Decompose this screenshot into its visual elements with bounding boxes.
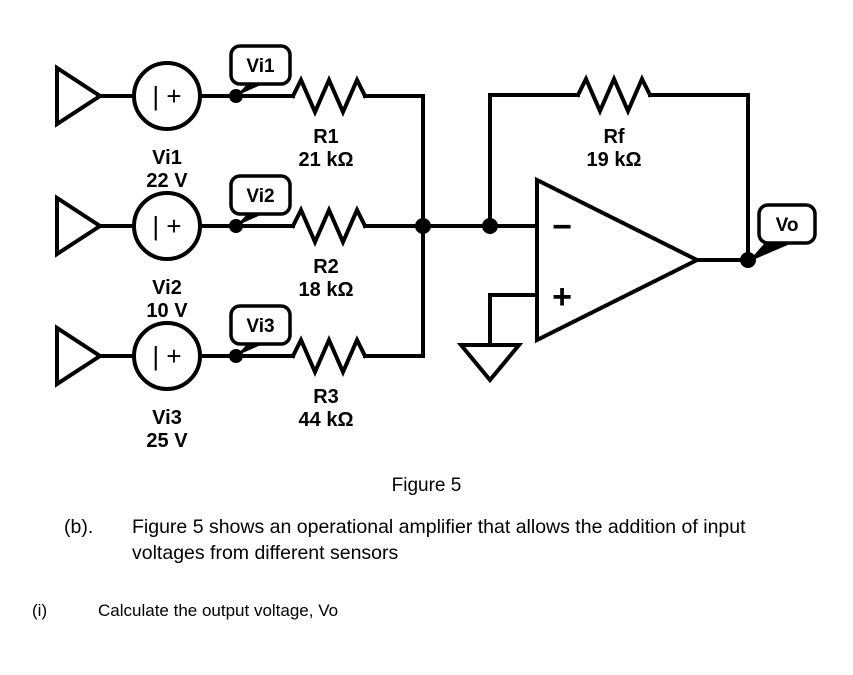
voltage-source-glyph-2: | +: [152, 211, 181, 241]
circuit-diagram: | + Vi1 Vi1 22 V R1 21 kΩ | + Vi: [55, 44, 817, 452]
resistor-name-rf: Rf: [603, 126, 624, 148]
opamp-noninverting-sign: +: [552, 278, 572, 316]
source-value-vi1: 22 V: [146, 170, 188, 192]
source-value-vi3: 25 V: [146, 430, 188, 452]
resistor-value-r2: 18 kΩ: [299, 279, 354, 301]
voltage-source-glyph-1: | +: [152, 81, 181, 111]
callout-anchor-dot-vo: [740, 252, 756, 268]
question-part-i-text: Calculate the output voltage, Vo: [98, 601, 339, 621]
operational-amplifier: − +: [456, 176, 750, 384]
input-branch-3: | + Vi3 Vi3 25 V R3 44 kΩ: [55, 304, 425, 452]
source-value-vi2: 10 V: [146, 300, 188, 322]
callout-label-vi1: Vi1: [246, 56, 275, 77]
question-part-b: (b). Figure 5 shows an operational ampli…: [0, 515, 853, 566]
resistor-rf-symbol: [575, 74, 653, 116]
callout-label-vi2: Vi2: [246, 186, 274, 207]
question-block: (b). Figure 5 shows an operational ampli…: [0, 515, 853, 623]
source-name-vi2: Vi2: [152, 277, 182, 299]
terminal-arrow-icon-2: [55, 194, 104, 258]
source-name-vi1: Vi1: [152, 147, 182, 169]
resistor-value-r3: 44 kΩ: [299, 409, 354, 431]
resistor-name-r2: R2: [313, 256, 339, 278]
junction-dot-feedback: [482, 218, 498, 234]
resistor-value-rf: 19 kΩ: [587, 149, 642, 171]
junction-dot-rail: [415, 218, 431, 234]
opamp-inverting-sign: −: [552, 208, 572, 246]
resistor-value-r1: 21 kΩ: [299, 149, 354, 171]
callout-box-vo: [757, 203, 817, 245]
ground-symbol-icon: [456, 343, 524, 384]
question-part-i-marker: (i): [32, 601, 48, 621]
input-branch-1: | + Vi1 Vi1 22 V R1 21 kΩ: [55, 44, 425, 192]
feedback-branch-rf: Rf 19 kΩ: [482, 74, 750, 262]
voltage-source-glyph-3: | +: [152, 341, 181, 371]
resistor-r3-symbol: [290, 335, 368, 377]
callout-label-vo: Vo: [776, 215, 799, 236]
figure-caption: Figure 5: [391, 475, 462, 496]
question-part-b-text: Figure 5 shows an operational amplifier …: [132, 516, 746, 564]
callout-box-vi3: [229, 304, 292, 346]
source-name-vi3: Vi3: [152, 407, 182, 429]
terminal-arrow-icon-3: [55, 324, 104, 388]
opamp-triangle-symbol: [535, 176, 702, 344]
resistor-name-r3: R3: [313, 386, 339, 408]
resistor-r2-symbol: [290, 205, 368, 247]
summing-node-rail: [415, 94, 539, 358]
callout-label-vi3: Vi3: [246, 316, 274, 337]
question-part-b-marker: (b).: [64, 516, 94, 538]
resistor-name-r1: R1: [313, 126, 339, 148]
callout-box-vi2: [229, 174, 292, 216]
circuit-schematic: | + Vi1 Vi1 22 V R1 21 kΩ | + Vi: [55, 44, 817, 452]
resistor-r1-symbol: [290, 75, 368, 117]
callout-box-vi1: [229, 44, 292, 86]
input-branch-2: | + Vi2 Vi2 10 V R2 18 kΩ: [55, 174, 425, 322]
output-callout-vo: Vo: [740, 203, 817, 268]
terminal-arrow-icon-1: [55, 64, 104, 128]
question-part-i: (i) Calculate the output voltage, Vo: [0, 600, 853, 622]
